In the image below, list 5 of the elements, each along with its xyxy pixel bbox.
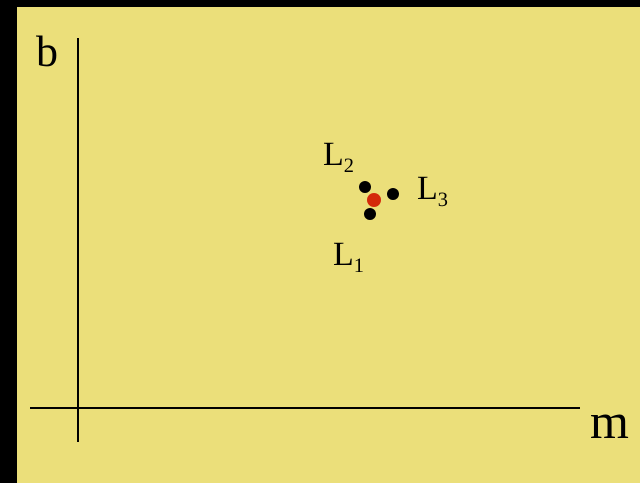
- point-label: L$_{3}$: [417, 172, 448, 211]
- point-label: L$_{1}$: [333, 238, 364, 277]
- point-label: L$_{2}$: [323, 138, 354, 177]
- axis-label: m: [590, 396, 629, 446]
- axis-label: b: [36, 30, 58, 74]
